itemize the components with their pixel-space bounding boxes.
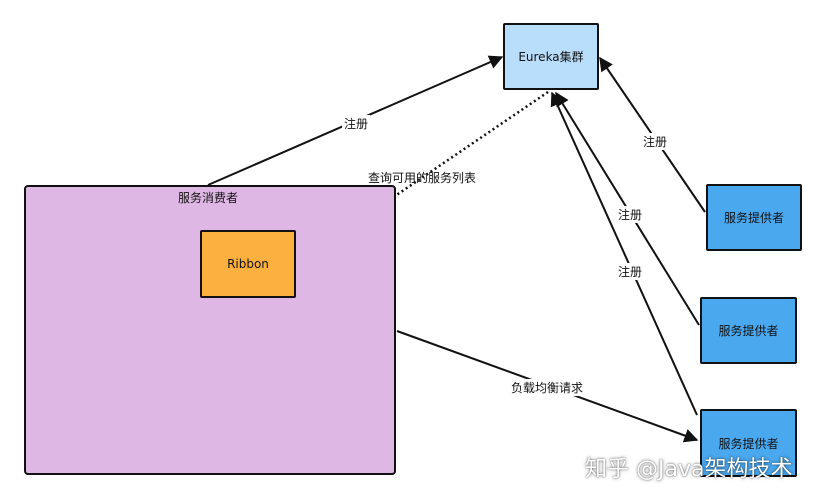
edge-register-provider3 xyxy=(550,91,698,416)
eureka-cluster-label: Eureka集群 xyxy=(518,50,584,64)
service-provider-label-3: 服务提供者 xyxy=(718,436,779,451)
ribbon-label: Ribbon xyxy=(227,257,269,271)
edge-label-register-provider1: 注册 xyxy=(641,133,670,150)
service-provider-node-2: 服务提供者 xyxy=(700,297,797,364)
service-consumer-node: 服务消费者 xyxy=(24,185,396,475)
edge-label-load-balance: 负载均衡请求 xyxy=(509,379,586,396)
eureka-cluster-node: Eureka集群 xyxy=(503,23,599,90)
service-provider-node-3: 服务提供者 xyxy=(700,409,797,477)
edge-label-register-consumer: 注册 xyxy=(342,115,371,132)
edge-label-register-provider3: 注册 xyxy=(616,263,645,280)
service-consumer-label: 服务消费者 xyxy=(178,191,239,205)
edge-label-register-provider2: 注册 xyxy=(616,206,645,223)
service-provider-node-1: 服务提供者 xyxy=(706,184,802,251)
edge-label-query-services: 查询可用的服务列表 xyxy=(368,171,477,185)
service-provider-label-2: 服务提供者 xyxy=(718,324,779,338)
service-provider-label-1: 服务提供者 xyxy=(723,211,784,225)
ribbon-node: Ribbon xyxy=(200,230,296,298)
watermark: 知乎 @Java架构技术 xyxy=(585,457,793,482)
